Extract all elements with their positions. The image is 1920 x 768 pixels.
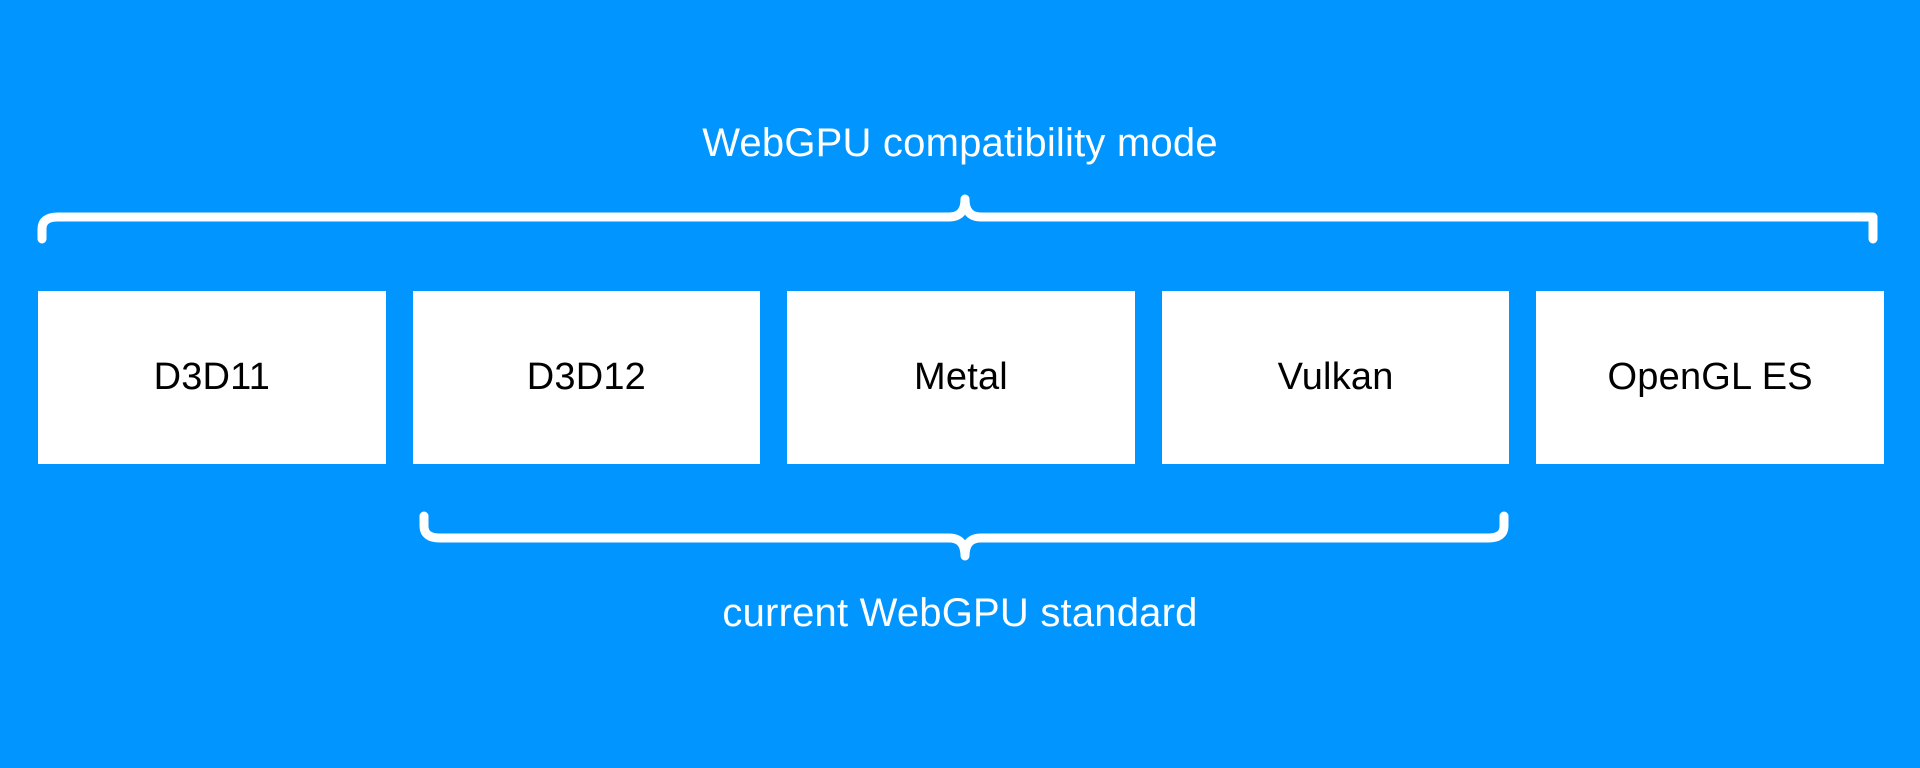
bottom-brace-caption: current WebGPU standard [722, 591, 1198, 635]
api-box-label: D3D12 [526, 356, 647, 398]
api-box-label: D3D11 [153, 356, 271, 398]
api-box-metal[interactable]: Metal [787, 291, 1135, 464]
top-brace-caption: WebGPU compatibility mode [702, 121, 1218, 165]
api-box-row: D3D11 D3D12 Metal Vulkan OpenGL ES [38, 291, 1884, 464]
api-box-opengl-es[interactable]: OpenGL ES [1536, 291, 1884, 464]
api-box-label: Metal [914, 356, 1008, 398]
api-box-d3d11[interactable]: D3D11 [38, 291, 386, 464]
api-box-vulkan[interactable]: Vulkan [1161, 291, 1510, 464]
api-box-label: OpenGL ES [1607, 356, 1813, 398]
bottom-brace-path [419, 511, 1509, 561]
top-brace-path [37, 194, 1878, 244]
api-box-label: Vulkan [1277, 356, 1394, 398]
api-box-d3d12[interactable]: D3D12 [412, 291, 761, 464]
